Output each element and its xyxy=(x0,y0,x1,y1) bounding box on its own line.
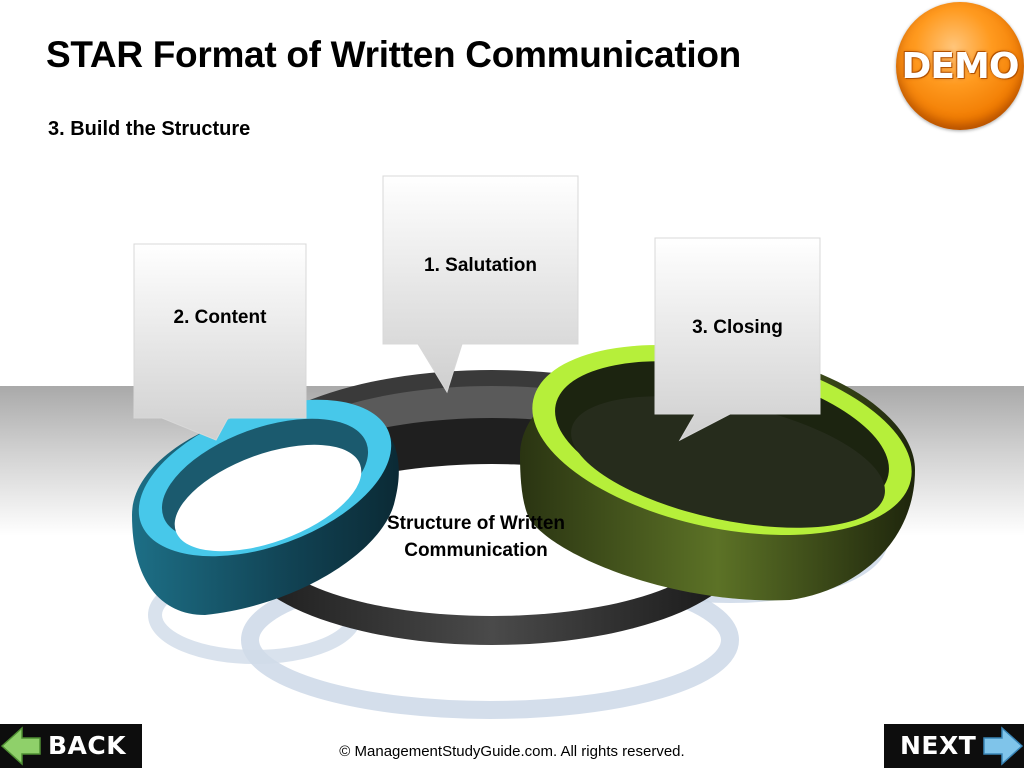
footer-copyright: © ManagementStudyGuide.com. All rights r… xyxy=(339,743,685,760)
center-label: Structure of Written Communication xyxy=(386,513,566,561)
teal-ring xyxy=(132,399,399,615)
callout-closing xyxy=(654,237,821,442)
back-button-label: BACK xyxy=(48,731,127,760)
next-button[interactable]: NEXT xyxy=(884,724,1024,768)
callout-content xyxy=(133,243,307,441)
back-button[interactable]: BACK xyxy=(0,724,142,768)
next-arrow-icon xyxy=(983,726,1024,766)
next-button-label: NEXT xyxy=(900,731,977,760)
callout-salutation xyxy=(382,175,579,394)
callout-closing-label: 3. Closing xyxy=(692,317,783,338)
demo-badge-label: DEMO xyxy=(901,45,1020,87)
callout-content-label: 2. Content xyxy=(173,307,267,328)
callout-salutation-label: 1. Salutation xyxy=(424,255,537,276)
page-subtitle: 3. Build the Structure xyxy=(48,118,251,140)
demo-badge[interactable]: DEMO xyxy=(896,2,1024,130)
page-title: STAR Format of Written Communication xyxy=(46,34,741,75)
back-arrow-icon xyxy=(0,726,41,766)
